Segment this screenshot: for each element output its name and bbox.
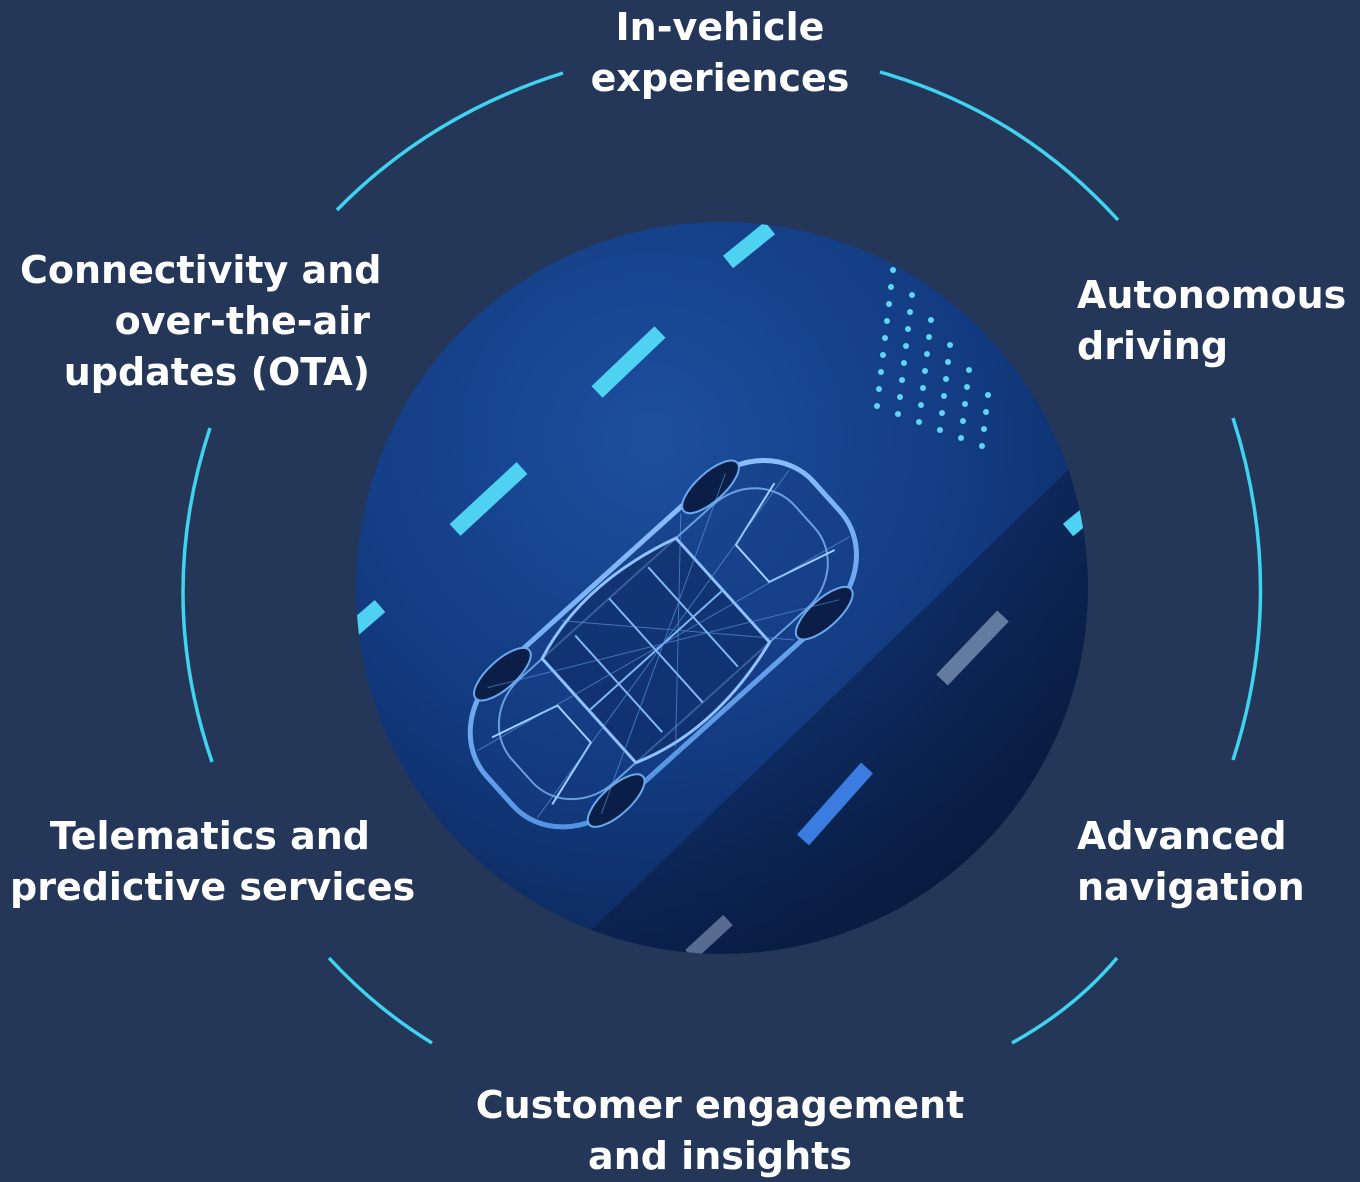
sensor-dot	[964, 384, 970, 390]
arc-top-right	[879, 70, 1120, 222]
sensor-dot	[947, 342, 953, 348]
label-line: Advanced	[1077, 814, 1287, 858]
label-advanced-navigation: Advanced navigation	[1077, 811, 1357, 913]
label-in-vehicle-experiences: In-vehicle experiences	[520, 2, 920, 104]
label-line: predictive services	[10, 865, 416, 909]
label-line: Connectivity and	[20, 248, 382, 292]
sensor-dot	[962, 401, 968, 407]
sensor-dot	[924, 351, 930, 357]
sensor-dot	[905, 326, 911, 332]
road-dash	[591, 326, 666, 398]
sensor-dot	[890, 267, 896, 273]
label-line: driving	[1077, 324, 1229, 368]
sensor-dot	[920, 385, 926, 391]
sensor-dot	[903, 343, 909, 349]
sensor-dot	[983, 409, 989, 415]
road-dash	[936, 610, 1009, 686]
sensor-dot	[880, 352, 886, 358]
label-line: experiences	[590, 56, 850, 100]
label-line: In-vehicle	[615, 5, 825, 49]
sensor-dot	[941, 393, 947, 399]
road-dash	[449, 462, 528, 536]
sensor-dot	[918, 402, 924, 408]
label-customer-engagement: Customer engagement and insights	[460, 1080, 980, 1182]
sensor-dot	[937, 427, 943, 433]
arc-bottom-right	[1011, 956, 1119, 1045]
label-line: Customer engagement	[475, 1083, 965, 1127]
label-line: over-the-air	[114, 299, 370, 343]
road-dash	[685, 914, 733, 954]
label-line: and insights	[588, 1134, 852, 1178]
road-dash	[797, 762, 873, 846]
sensor-dot	[897, 394, 903, 400]
sensor-dots	[874, 267, 991, 449]
label-line: Telematics and	[49, 814, 370, 858]
sensor-dot	[981, 426, 987, 432]
sensor-dot	[979, 443, 985, 449]
sensor-dot	[878, 369, 884, 375]
sensor-dot	[876, 386, 882, 392]
sensor-dot	[899, 377, 905, 383]
road-dash	[722, 222, 776, 269]
label-connectivity-ota: Connectivity and over-the-air updates (O…	[20, 245, 382, 398]
sensor-dot	[926, 334, 932, 340]
arc-top-left	[335, 71, 564, 212]
label-autonomous-driving: Autonomous driving	[1077, 270, 1357, 372]
sensor-dot	[916, 419, 922, 425]
label-line: updates (OTA)	[63, 350, 370, 394]
wireframe-car	[467, 458, 859, 830]
arc-left	[181, 427, 214, 763]
label-telematics-predictive: Telematics and predictive services	[10, 811, 416, 913]
sensor-dot	[909, 292, 915, 298]
sensor-dot	[958, 435, 964, 441]
sensor-dot	[928, 317, 934, 323]
sensor-dot	[922, 368, 928, 374]
sensor-dot	[882, 335, 888, 341]
sensor-dot	[874, 403, 880, 409]
sensor-dot	[966, 367, 972, 373]
sensor-dot	[943, 376, 949, 382]
sensor-dot	[886, 301, 892, 307]
sensor-dot	[945, 359, 951, 365]
sensor-dot	[907, 309, 913, 315]
sensor-dot	[960, 418, 966, 424]
label-line: navigation	[1077, 865, 1305, 909]
sensor-dot	[895, 411, 901, 417]
sensor-dot	[888, 284, 894, 290]
sensor-dot	[939, 410, 945, 416]
road-dash	[356, 599, 386, 639]
sensor-dot	[884, 318, 890, 324]
label-line: Autonomous	[1077, 273, 1347, 317]
arc-right	[1231, 417, 1263, 761]
arc-bottom-left	[327, 956, 433, 1045]
sensor-dot	[901, 360, 907, 366]
sensor-dot	[985, 392, 991, 398]
